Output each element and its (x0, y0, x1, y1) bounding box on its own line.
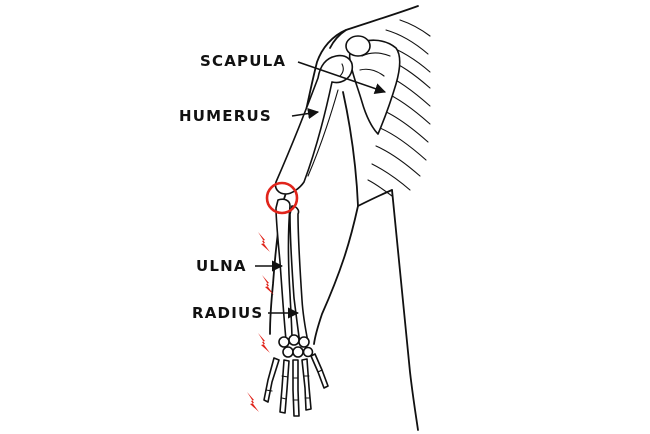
pain-markers (247, 232, 274, 412)
scapula-leader (297, 61, 387, 95)
lightning-bolt-icon (247, 392, 259, 412)
lightning-bolt-icon (258, 333, 270, 353)
hand-bones (263, 334, 329, 417)
forearm-bones (275, 198, 309, 345)
humerus-leader (291, 107, 320, 120)
scapula-bone (345, 35, 401, 135)
bone-labels: SCAPULA HUMERUS ULNA RADIUS (179, 52, 286, 322)
label-radius: RADIUS (192, 304, 263, 322)
label-leaders (255, 61, 387, 319)
label-ulna: ULNA (196, 257, 247, 275)
lightning-bolt-icon (258, 232, 270, 252)
red-circle-icon (265, 181, 299, 215)
label-humerus: HUMERUS (179, 107, 272, 125)
label-scapula: SCAPULA (200, 52, 286, 70)
lightning-bolt-icon (262, 275, 274, 295)
